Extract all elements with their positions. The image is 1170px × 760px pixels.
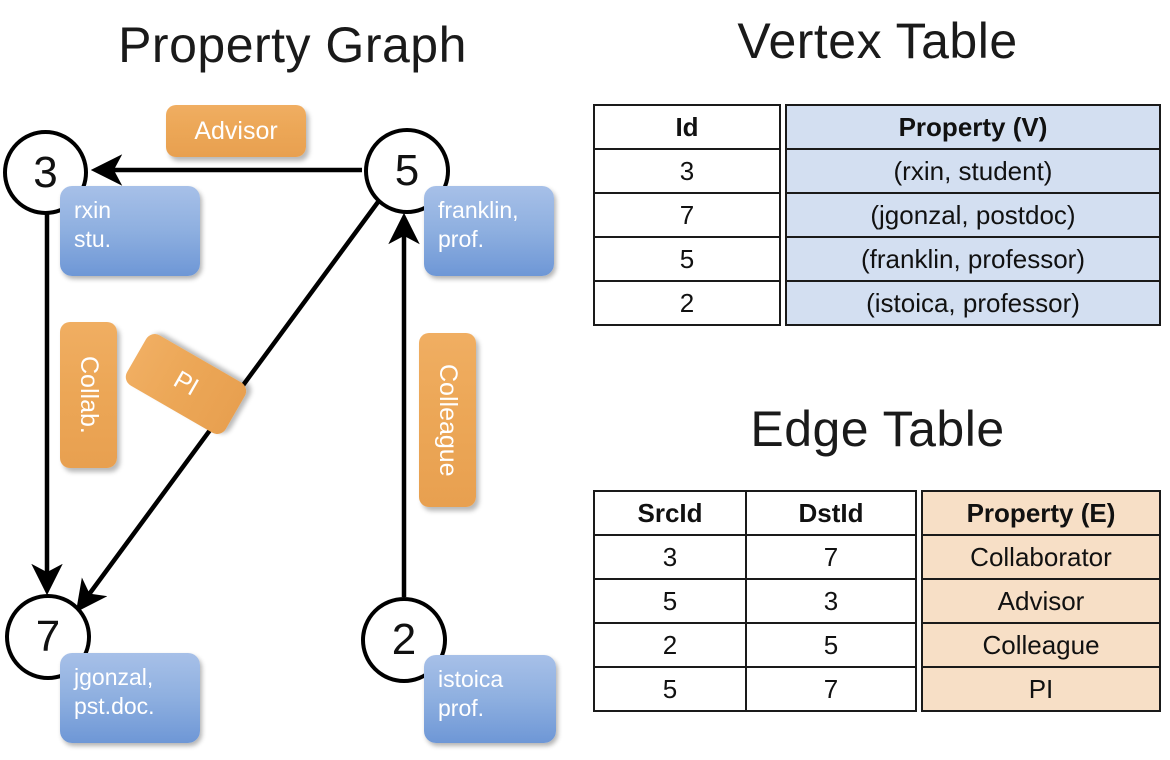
vertex-property-cell: (istoica, professor)	[785, 280, 1161, 326]
edge-dst-cell: 3	[745, 578, 917, 624]
node-property-line-2: stu.	[74, 225, 112, 252]
node-property-line-2: prof.	[438, 225, 485, 252]
table-row: 5 3 Advisor	[593, 578, 1161, 624]
edge-property-cell: Collaborator	[921, 534, 1161, 580]
graph-node-2[interactable]: 2	[361, 597, 447, 683]
table-row: 3 7 Collaborator	[593, 534, 1161, 580]
edge-src-cell: 5	[593, 578, 747, 624]
vertex-table-header-id: Id	[593, 104, 781, 150]
graph-node-5-label: 5	[394, 146, 420, 195]
edge-src-cell: 2	[593, 622, 747, 668]
vertex-id-cell: 2	[593, 280, 781, 326]
node-property-box-rxin: rxin stu.	[60, 186, 200, 276]
vertex-table-header-property: Property (V)	[785, 104, 1161, 150]
page-title-property-graph: Property Graph	[118, 17, 467, 73]
node-property-box-franklin: franklin, prof.	[424, 186, 554, 276]
edge-property-cell: PI	[921, 666, 1161, 712]
table-row: 5 (franklin, professor)	[593, 236, 1161, 282]
vertex-table: Id Property (V) 3 (rxin, student) 7 (jgo…	[593, 104, 1161, 326]
edge-table: SrcId DstId Property (E) 3 7 Collaborato…	[593, 490, 1161, 712]
edge-src-cell: 5	[593, 666, 747, 712]
edge-table-header-srcid: SrcId	[593, 490, 747, 536]
table-row: 7 (jgonzal, postdoc)	[593, 192, 1161, 238]
edge-table-header-property: Property (E)	[921, 490, 1161, 536]
edge-table-header-row: SrcId DstId Property (E)	[593, 490, 1161, 536]
edge-label-colleague: Colleague	[419, 333, 476, 507]
graph-node-2-label: 2	[391, 615, 417, 664]
graph-node-7-label: 7	[35, 612, 61, 661]
edge-label-collab-text: Collab.	[75, 356, 103, 434]
edge-property-cell: Colleague	[921, 622, 1161, 668]
edge-dst-cell: 7	[745, 666, 917, 712]
vertex-id-cell: 3	[593, 148, 781, 194]
property-graph-panel: Property Graph 3 5 7 2 rxin stu. frankli…	[3, 17, 556, 743]
page-title-vertex-table: Vertex Table	[737, 13, 1018, 69]
edge-label-advisor: Advisor	[166, 105, 306, 157]
edge-src-cell: 3	[593, 534, 747, 580]
edge-dst-cell: 7	[745, 534, 917, 580]
edge-label-collab: Collab.	[60, 322, 117, 468]
graph-node-5[interactable]: 5	[364, 128, 450, 214]
edge-table-header-dstid: DstId	[745, 490, 917, 536]
vertex-property-cell: (jgonzal, postdoc)	[785, 192, 1161, 238]
edge-dst-cell: 5	[745, 622, 917, 668]
edge-label-advisor-text: Advisor	[194, 116, 278, 145]
node-property-box-jgonzal: jgonzal, pst.doc.	[60, 653, 200, 743]
node-property-line-1: rxin	[74, 197, 112, 223]
node-property-line-1: jgonzal,	[74, 664, 154, 690]
edge-label-pi-text: PI	[169, 365, 204, 402]
page-title-edge-table: Edge Table	[750, 401, 1005, 457]
table-row: 3 (rxin, student)	[593, 148, 1161, 194]
vertex-property-cell: (rxin, student)	[785, 148, 1161, 194]
vertex-property-cell: (franklin, professor)	[785, 236, 1161, 282]
edge-label-colleague-text: Colleague	[434, 363, 462, 477]
vertex-id-cell: 7	[593, 192, 781, 238]
node-property-line-1: franklin,	[438, 197, 519, 223]
node-property-line-1: istoica	[438, 666, 504, 692]
node-property-box-istoica: istoica prof.	[424, 655, 556, 743]
table-row: 5 7 PI	[593, 666, 1161, 712]
node-property-line-2: prof.	[438, 694, 485, 721]
table-row: 2 5 Colleague	[593, 622, 1161, 668]
graph-node-3-label: 3	[33, 147, 58, 197]
vertex-table-header-row: Id Property (V)	[593, 104, 1161, 150]
table-row: 2 (istoica, professor)	[593, 280, 1161, 326]
edge-property-cell: Advisor	[921, 578, 1161, 624]
node-property-line-2: pst.doc.	[74, 692, 155, 719]
vertex-id-cell: 5	[593, 236, 781, 282]
